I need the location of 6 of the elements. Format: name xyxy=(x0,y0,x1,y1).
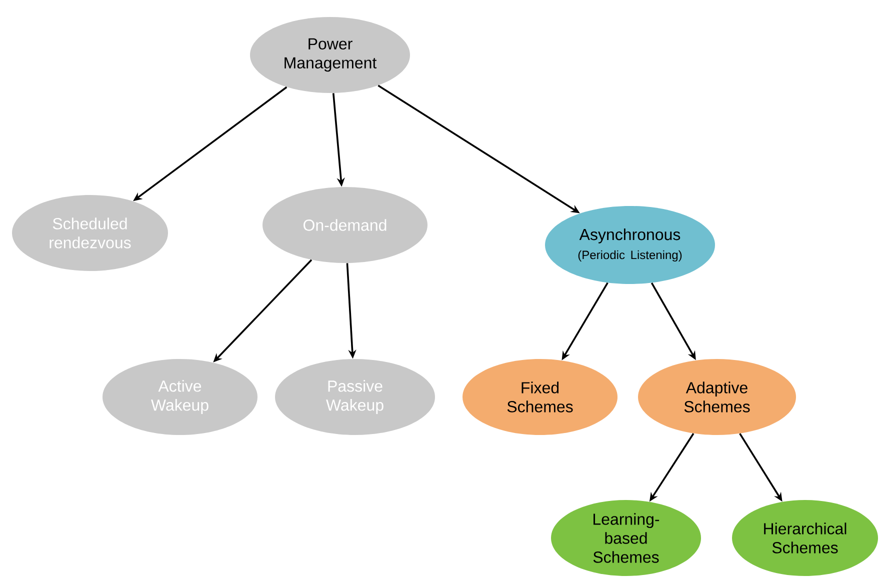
ellipse-node: Hierarchical Schemes xyxy=(732,500,878,576)
ellipse-node: Power Management xyxy=(250,17,410,93)
ellipse-node: Fixed Schemes xyxy=(462,359,618,435)
ellipse-node: Asynchronous (Periodic Listening) xyxy=(545,206,715,284)
ellipse-node: Learning-based Schemes xyxy=(551,500,701,576)
ellipse-node: Adaptive Schemes xyxy=(638,359,796,435)
